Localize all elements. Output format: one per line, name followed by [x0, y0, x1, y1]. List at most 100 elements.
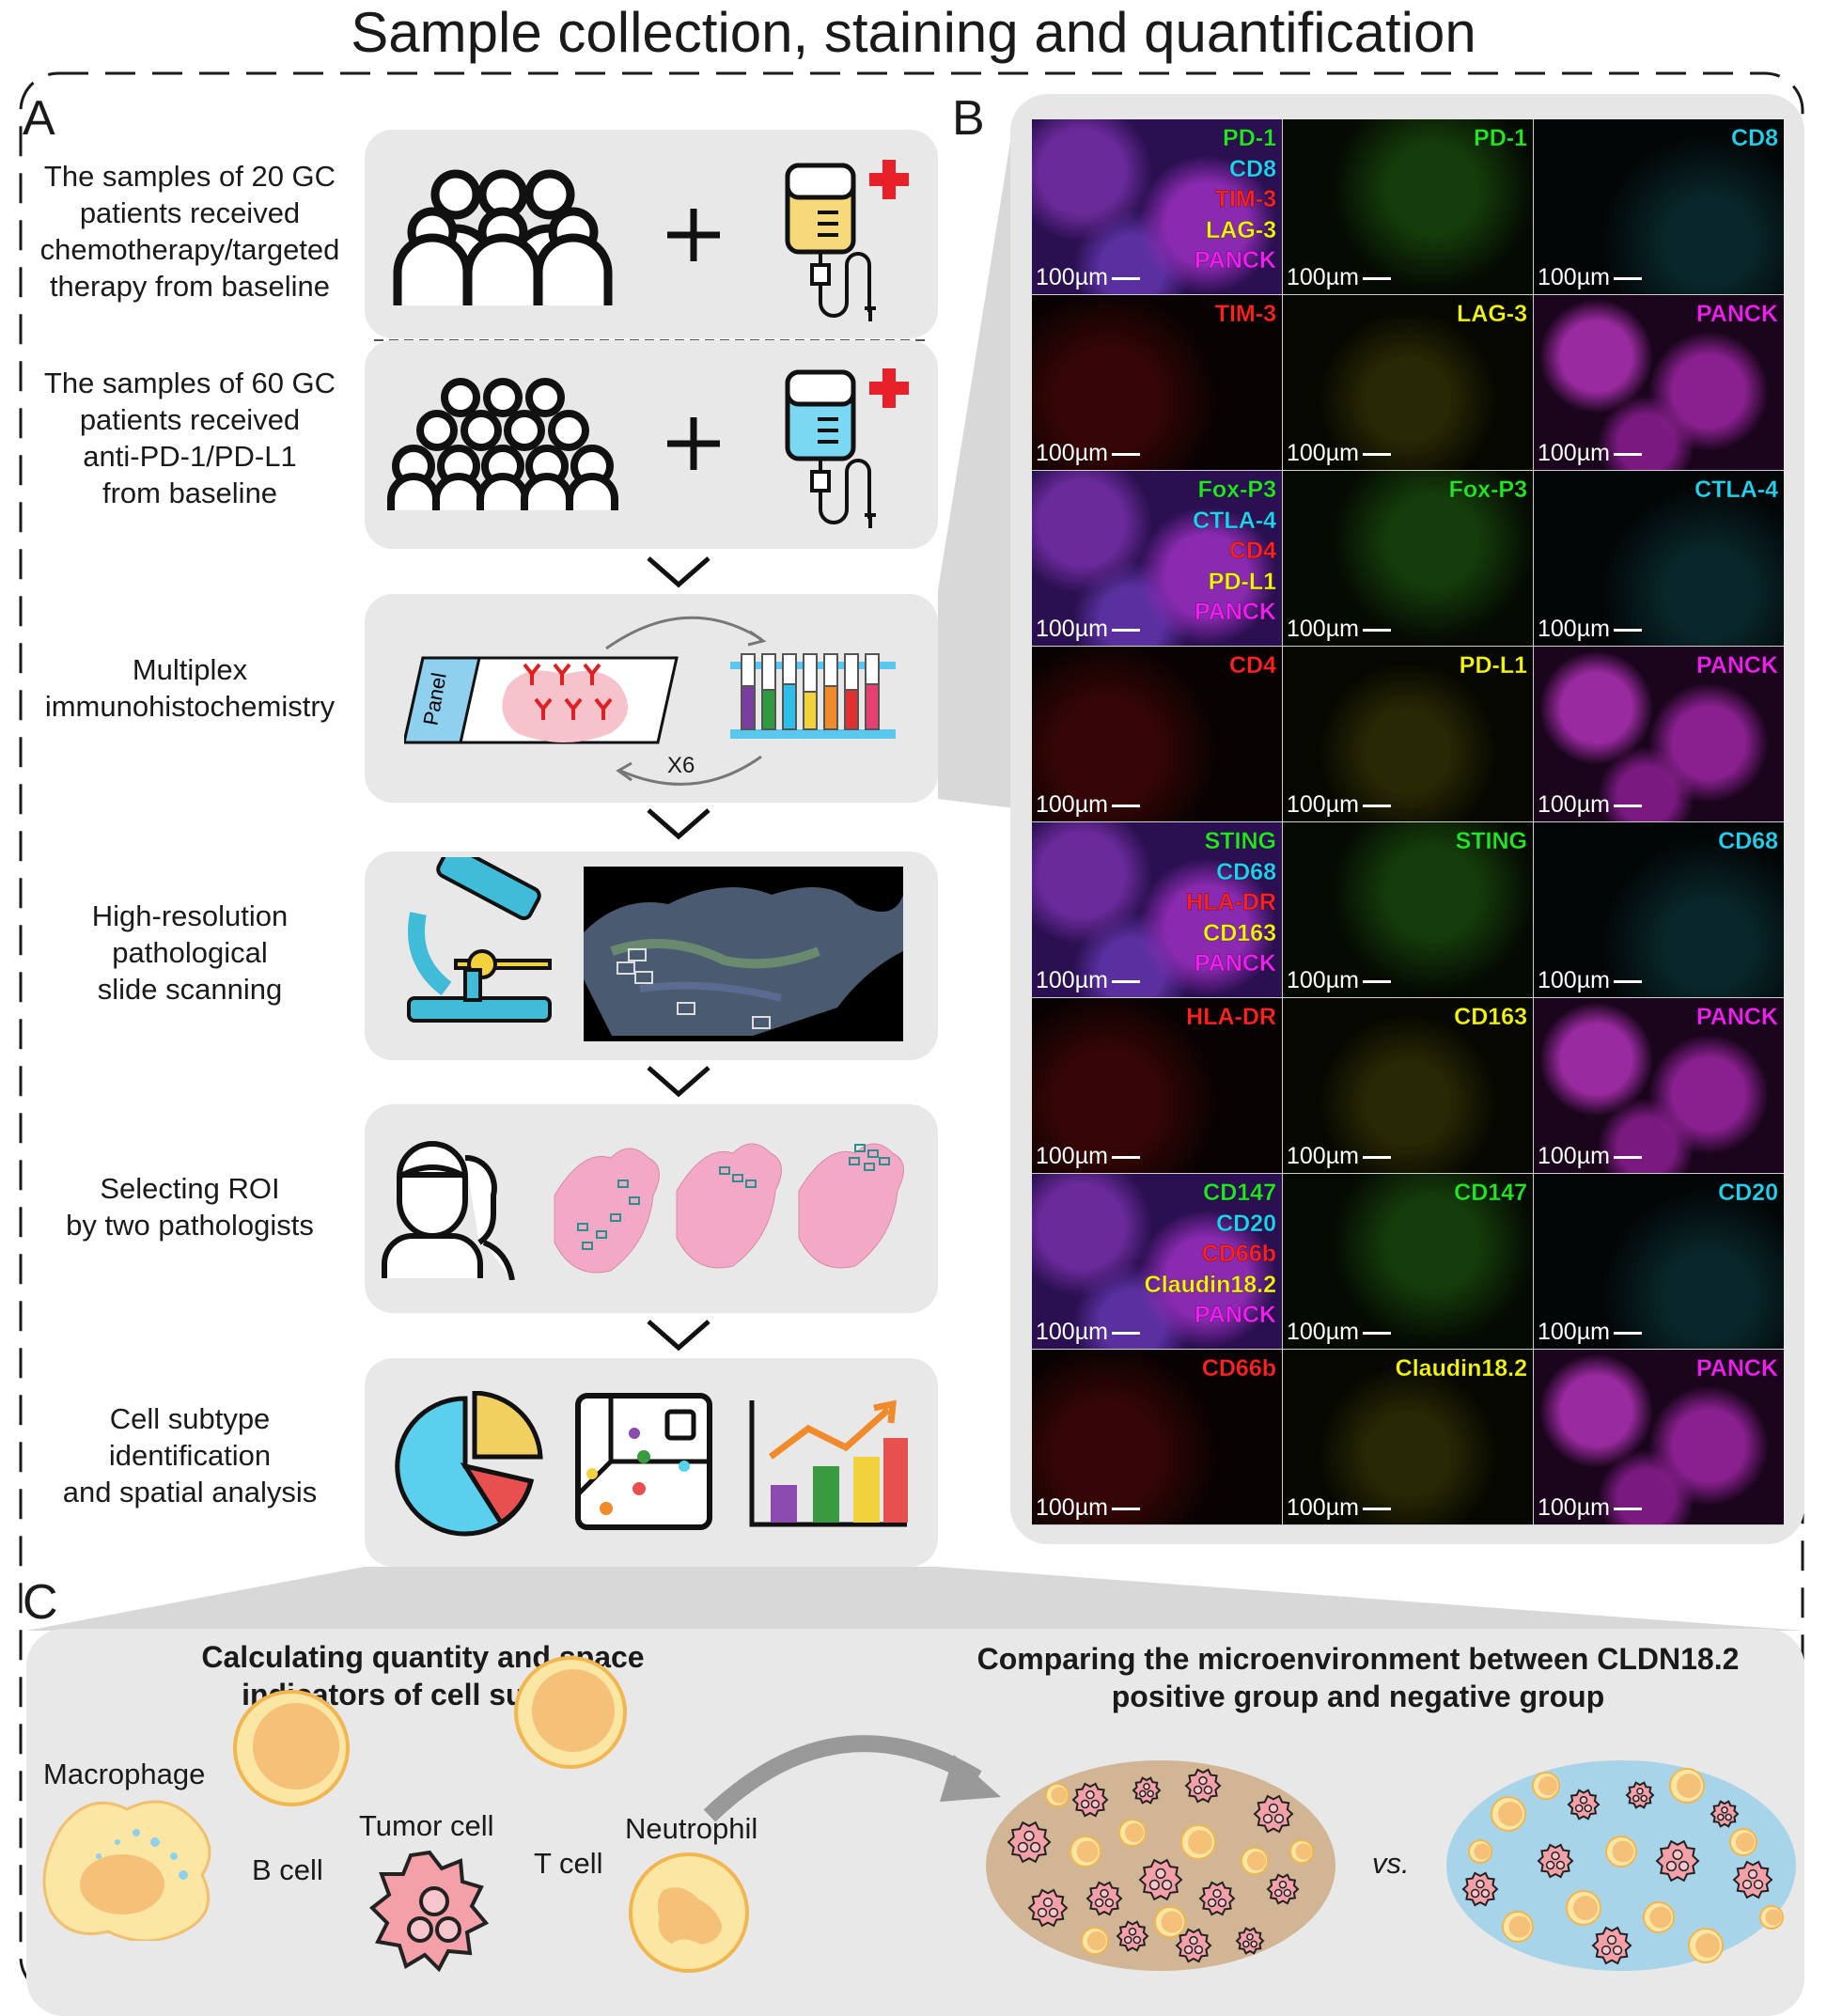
marker-labels: CTLA-4	[1694, 475, 1778, 506]
tumor-nucleus-mark	[1283, 1888, 1292, 1898]
scale-bar-line	[1111, 628, 1140, 632]
nucleus-mark	[1735, 1832, 1756, 1852]
scale-bar-line	[1613, 1331, 1642, 1335]
marker-label: HLA-DR	[1186, 889, 1276, 915]
nucleus-mark	[1649, 1906, 1672, 1929]
marker-label: PD-L1	[1208, 568, 1277, 595]
marker-label: STING	[1455, 828, 1527, 854]
scale-bar-line	[1613, 276, 1642, 280]
nucleus-mark	[1474, 1843, 1491, 1860]
tumor-nucleus-mark	[1217, 1898, 1227, 1908]
scale-bar-line	[1111, 452, 1140, 456]
step-line: High-resolution	[91, 899, 289, 932]
microscope-icon	[407, 857, 552, 1023]
cycle-arrow-bottom-icon	[616, 755, 762, 786]
tumor-nucleus-mark	[1716, 1813, 1725, 1821]
marker-label: PD-1	[1474, 125, 1527, 151]
scale-bar-line	[1362, 1507, 1391, 1510]
tumor-cell-mark	[1253, 1794, 1294, 1834]
marker-label: CD8	[1730, 125, 1778, 151]
tumor-nucleus-mark	[1085, 1789, 1095, 1800]
scanned-slide-image	[584, 867, 903, 1041]
scale-bar: 100µm	[1538, 616, 1642, 642]
slide-icon: Panel	[404, 656, 679, 744]
cycle-arrow-top-icon	[605, 616, 767, 650]
scale-bar: 100µm	[1538, 440, 1642, 466]
step-line: therapy from baseline	[49, 270, 331, 303]
tumor-nucleus-mark	[1030, 1841, 1041, 1853]
step-line: Selecting ROI	[100, 1172, 280, 1205]
tumor-nucleus-mark	[1679, 1860, 1690, 1872]
patient-group-icon	[387, 378, 618, 510]
scale-bar-line	[1111, 1331, 1140, 1335]
step-label-anti-pd1: The samples of 60 GC patients received a…	[21, 365, 359, 511]
step-line: Cell subtype	[109, 1402, 271, 1435]
marker-label: PD-L1	[1459, 652, 1528, 679]
scale-bar: 100µm	[1036, 440, 1140, 466]
scale-bar-line	[1111, 1155, 1140, 1159]
tumor-nucleus-mark	[1555, 1860, 1566, 1870]
scale-bar-line	[1111, 979, 1140, 983]
tumor-nucleus-mark	[1048, 1907, 1059, 1918]
tumor-cell-mark	[1085, 1881, 1123, 1916]
tumor-nucleus-mark	[1198, 1775, 1208, 1786]
nucleus-mark	[1612, 1840, 1634, 1863]
tumor-cell-mark	[1027, 1888, 1069, 1928]
nucleus-mark	[1538, 1775, 1558, 1796]
tumor-nucleus-mark	[1138, 1789, 1147, 1798]
scale-bar: 100µm	[1287, 616, 1391, 642]
vs-label: vs.	[1372, 1847, 1410, 1880]
marker-label: PANCK	[1194, 599, 1276, 625]
tumor-nucleus-mark	[1665, 1860, 1677, 1872]
scale-bar-line	[1613, 804, 1642, 807]
scale-bar: 100µm	[1538, 791, 1642, 818]
tumor-nucleus-mark	[1640, 1794, 1648, 1803]
step-line: pathological	[112, 936, 268, 969]
marker-label: PANCK	[1695, 1355, 1778, 1382]
scale-bar-line	[1111, 804, 1140, 807]
pathologist-icon	[382, 1141, 515, 1280]
scale-bar: 100µm	[1287, 967, 1391, 993]
marker-label: CD147	[1454, 1180, 1527, 1206]
tumor-nucleus-mark	[1741, 1879, 1753, 1890]
nucleus-mark	[1188, 1830, 1212, 1854]
marker-labels: PANCK	[1696, 299, 1778, 330]
marker-label: Fox-P3	[1197, 477, 1276, 503]
tumor-nucleus-mark	[1123, 1935, 1132, 1945]
tumor-nucleus-mark	[1147, 1789, 1155, 1798]
step-line: Multiplex	[132, 653, 248, 686]
tissue-roi-image	[554, 1143, 904, 1274]
step-line: from baseline	[102, 477, 278, 509]
tumor-nucleus-mark	[1193, 1785, 1203, 1795]
scale-bar: 100µm	[1287, 440, 1391, 466]
scale-bar: 100µm	[1538, 1143, 1642, 1169]
tumor-nucleus-mark	[1094, 1898, 1104, 1908]
marker-label: PANCK	[1194, 950, 1276, 977]
tumor-nucleus-mark	[1476, 1879, 1485, 1889]
scale-bar: 100µm	[1036, 1143, 1140, 1169]
scale-bar: 100µm	[1287, 1494, 1391, 1521]
scale-bar-line	[1362, 1155, 1391, 1159]
marker-labels: CD66b	[1202, 1353, 1277, 1384]
cldn18-positive-microenvironment	[986, 1760, 1335, 1971]
marker-label: STING	[1204, 828, 1276, 854]
marker-label: CTLA-4	[1694, 477, 1778, 503]
tumor-nucleus-mark	[1632, 1794, 1640, 1803]
tumor-nucleus-mark	[1747, 1868, 1758, 1880]
nucleus-mark	[1161, 1911, 1183, 1933]
nucleus-mark	[1246, 1851, 1267, 1871]
iv-bag-blue-icon	[785, 369, 876, 528]
chevron-down-icon	[647, 808, 710, 840]
step-line: and spatial analysis	[62, 1476, 318, 1508]
nucleus-mark	[1695, 1933, 1720, 1958]
